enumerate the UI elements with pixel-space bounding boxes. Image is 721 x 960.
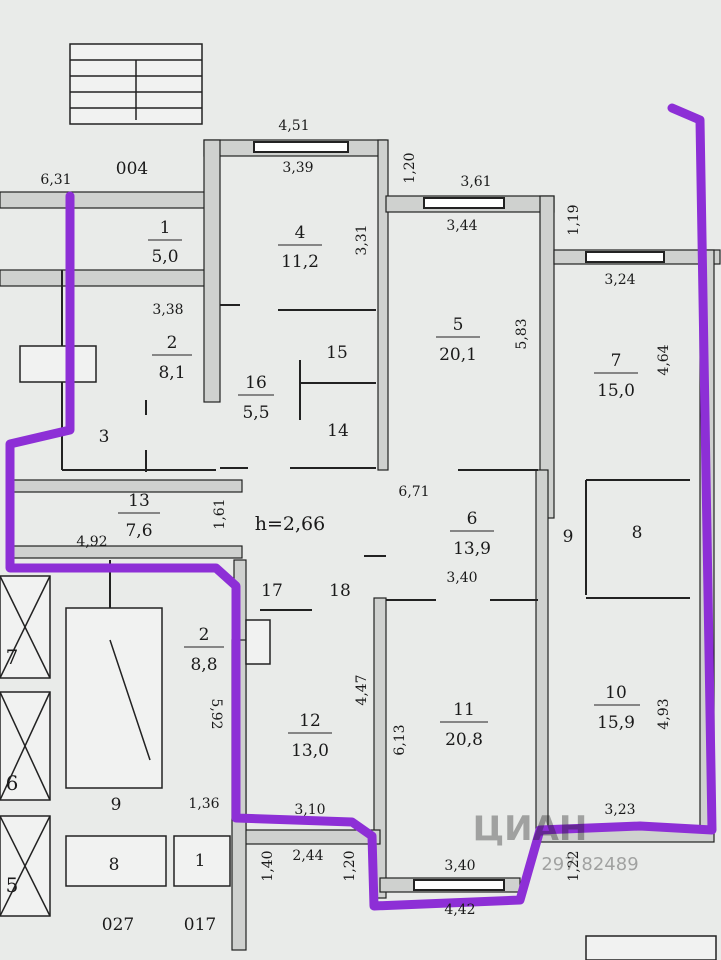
dim-label: 3,39 bbox=[282, 160, 313, 176]
dim-label: 3,61 bbox=[460, 174, 491, 190]
dim-label: 6,13 bbox=[392, 724, 408, 755]
dim-label: 1,40 bbox=[260, 850, 276, 881]
room-10: 10 15,9 bbox=[594, 683, 640, 733]
dim-label: 4,93 bbox=[656, 698, 672, 729]
dim-label: 3,24 bbox=[604, 272, 635, 288]
room-3-number: 3 bbox=[99, 427, 110, 447]
section-label-017: 017 bbox=[184, 915, 216, 935]
room-12: 12 13,0 bbox=[288, 711, 332, 761]
room-area: 15,0 bbox=[597, 381, 635, 401]
shafts bbox=[0, 345, 717, 960]
room-9-number: 9 bbox=[563, 527, 574, 547]
room-number: 4 bbox=[295, 223, 306, 243]
shaft-6-number: 6 bbox=[6, 771, 19, 795]
shaft-7-number: 7 bbox=[6, 645, 19, 669]
highlight-outline bbox=[5, 103, 717, 911]
dim-label: 3,40 bbox=[444, 858, 475, 874]
dim-label: 1,22 bbox=[566, 850, 582, 881]
room-5: 520,1 bbox=[436, 315, 480, 365]
room-area: 8,1 bbox=[158, 363, 185, 383]
room-2a: 28,1 bbox=[152, 333, 192, 383]
room-area: 8,8 bbox=[190, 655, 217, 675]
dim-label: 4,92 bbox=[76, 534, 107, 550]
room-area: 13,9 bbox=[453, 539, 491, 559]
room-number: 16 bbox=[245, 373, 267, 393]
room-11: 11 20,8 bbox=[440, 700, 488, 750]
dim-label: 1,36 bbox=[188, 796, 219, 812]
watermark-phone: 297 82489 bbox=[541, 854, 638, 875]
room-8-number: 8 bbox=[632, 523, 643, 543]
room-area: 11,2 bbox=[281, 252, 319, 272]
room-14-number: 14 bbox=[327, 421, 349, 441]
staircase-top bbox=[69, 43, 203, 125]
dim-label: 4,64 bbox=[656, 344, 672, 375]
dim-label: 2,44 bbox=[292, 848, 323, 864]
dim-label: 3,23 bbox=[604, 802, 635, 818]
room-2b: 28,8 bbox=[184, 625, 224, 675]
room-number: 10 bbox=[605, 683, 627, 703]
room-area: 5,0 bbox=[151, 247, 178, 267]
room-area: 15,9 bbox=[597, 713, 635, 733]
windows bbox=[253, 141, 665, 891]
dim-label: 4,47 bbox=[354, 674, 370, 705]
room-8-left-number: 8 bbox=[109, 855, 120, 875]
room-area: 20,1 bbox=[439, 345, 477, 365]
dim-label: 1,61 bbox=[212, 498, 228, 529]
shaft-5-number: 5 bbox=[6, 873, 19, 897]
dim-label: 6,31 bbox=[40, 172, 71, 188]
dim-label: 3,10 bbox=[294, 802, 325, 818]
room-6: 613,9 bbox=[450, 509, 494, 559]
watermark: ЦИАН 297 82489 bbox=[473, 809, 639, 875]
room-number: 1 bbox=[160, 218, 171, 238]
room-number: 2 bbox=[199, 625, 210, 645]
dim-label: 3,44 bbox=[446, 218, 477, 234]
room-18-number: 18 bbox=[329, 581, 351, 601]
section-label-027: 027 bbox=[102, 915, 134, 935]
dim-label: 3,38 bbox=[152, 302, 183, 318]
room-area: 5,5 bbox=[242, 403, 269, 423]
dim-label: 1,19 bbox=[566, 204, 582, 235]
room-number: 6 bbox=[467, 509, 478, 529]
room-1: 15,0 bbox=[148, 218, 182, 267]
dim-label: 4,42 bbox=[444, 902, 475, 918]
dim-label: 1,20 bbox=[342, 850, 358, 881]
room-number: 2 bbox=[167, 333, 178, 353]
dim-label: 3,31 bbox=[354, 224, 370, 255]
room-number: 12 bbox=[299, 711, 321, 731]
watermark-text: ЦИАН bbox=[473, 809, 588, 849]
dim-label: 6,71 bbox=[398, 484, 429, 500]
room-area: 20,8 bbox=[445, 730, 483, 750]
room-15-number: 15 bbox=[326, 343, 348, 363]
dimension-labels: 4,51 3,39 6,31 1,20 3,61 3,44 1,19 3,24 … bbox=[40, 118, 672, 918]
room-number: 11 bbox=[453, 700, 475, 720]
dim-label: 5,92 bbox=[208, 698, 224, 729]
dim-label: 3,40 bbox=[446, 570, 477, 586]
room-4: 411,2 bbox=[278, 223, 322, 272]
room-9-left-number: 9 bbox=[111, 795, 122, 815]
section-label-004: 004 bbox=[116, 159, 148, 179]
room-labels: 15,0 28,1 3 411,2 520,1 613,9 715,0 8 9 … bbox=[6, 218, 643, 897]
dim-label: 4,51 bbox=[278, 118, 309, 134]
room-number: 7 bbox=[611, 351, 622, 371]
room-1-left-number: 1 bbox=[195, 851, 206, 871]
room-17-number: 17 bbox=[261, 581, 283, 601]
dim-label: 5,83 bbox=[514, 318, 530, 349]
room-13: 137,6 bbox=[118, 491, 160, 541]
room-7: 715,0 bbox=[594, 351, 638, 401]
room-number: 13 bbox=[128, 491, 150, 511]
dim-label: 1,20 bbox=[402, 152, 418, 183]
room-16: 165,5 bbox=[238, 373, 274, 423]
room-area: 13,0 bbox=[291, 741, 329, 761]
partitions bbox=[61, 270, 690, 611]
room-area: 7,6 bbox=[125, 521, 152, 541]
ceiling-height-note: h=2,66 bbox=[255, 513, 325, 535]
room-number: 5 bbox=[453, 315, 464, 335]
